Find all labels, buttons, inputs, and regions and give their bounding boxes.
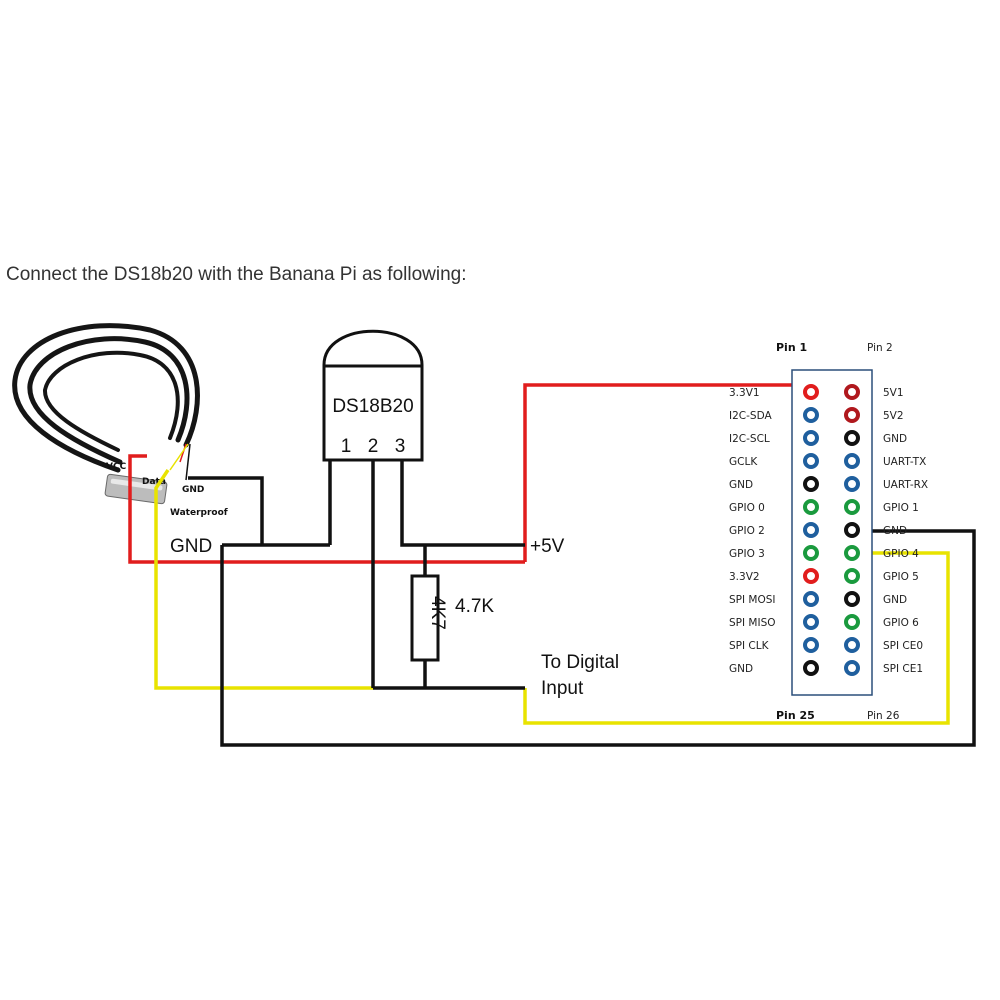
- header-right-label: UART-RX: [883, 479, 928, 491]
- probe-body: [104, 473, 168, 505]
- header-pin-left[interactable]: [803, 384, 819, 400]
- probe-label-gnd: GND: [182, 485, 204, 495]
- header-left-label: 3.3V1: [729, 387, 760, 399]
- digital-input-label-2: Input: [541, 678, 584, 699]
- header-pin-right[interactable]: [844, 591, 860, 607]
- header-left-label: GPIO 2: [729, 525, 765, 537]
- sensor-pin-2: 2: [368, 436, 379, 457]
- header-pin-right[interactable]: [844, 568, 860, 584]
- header-right-label: 5V2: [883, 410, 904, 422]
- header-pin-left[interactable]: [803, 637, 819, 653]
- header-right-label: 5V1: [883, 387, 904, 399]
- header-pin-left[interactable]: [803, 545, 819, 561]
- probe-sleeve-highlight: [110, 478, 163, 491]
- probe-lead-red: [179, 443, 187, 463]
- cable-coil-outer: [12, 323, 200, 473]
- header-pin-left[interactable]: [803, 430, 819, 446]
- header-pin-right[interactable]: [844, 499, 860, 515]
- header-left-label: SPI MOSI: [729, 594, 776, 606]
- header-pin-left[interactable]: [803, 568, 819, 584]
- header-pin-right[interactable]: [844, 637, 860, 653]
- header-pin-left[interactable]: [803, 453, 819, 469]
- header-pin-left[interactable]: [803, 499, 819, 515]
- header-pin-right[interactable]: [844, 384, 860, 400]
- resistor-value: 4.7K: [455, 596, 494, 617]
- header-pin25-label: Pin 25: [776, 709, 815, 722]
- probe-label-waterproof: Waterproof: [170, 508, 228, 518]
- header-left-label: GPIO 0: [729, 502, 765, 514]
- probe-cable: [12, 323, 200, 473]
- sensor-body: [322, 329, 424, 462]
- header-pin-right[interactable]: [844, 430, 860, 446]
- header-pin-right[interactable]: [844, 407, 860, 423]
- header-pin-left[interactable]: [803, 660, 819, 676]
- header-left-label: GCLK: [729, 456, 758, 468]
- header-left-label: I2C-SCL: [729, 433, 770, 445]
- probe-lead-yellow: [169, 443, 189, 471]
- header-right-label: GND: [883, 433, 907, 445]
- probe-label-vcc: VCC: [106, 462, 127, 472]
- header-pin-right[interactable]: [844, 453, 860, 469]
- red-wire: [128, 383, 810, 564]
- header-pin-right[interactable]: [844, 522, 860, 538]
- header-pin-right[interactable]: [844, 545, 860, 561]
- black-wire: [188, 458, 976, 747]
- header-right-label: GND: [883, 525, 907, 537]
- plus5v-label: +5V: [530, 536, 565, 557]
- sensor-pin-1: 1: [341, 436, 352, 457]
- header-pin-left[interactable]: [803, 522, 819, 538]
- page-heading: Connect the DS18b20 with the Banana Pi a…: [6, 264, 467, 285]
- sensor-pin-3: 3: [395, 436, 406, 457]
- header-pin-left[interactable]: [803, 614, 819, 630]
- header-right-label: GPIO 6: [883, 617, 919, 629]
- header-pin-right[interactable]: [844, 660, 860, 676]
- header-left-label: I2C-SDA: [729, 410, 772, 422]
- header-pin1-label: Pin 1: [776, 341, 807, 354]
- resistor-code: 4K7: [427, 596, 448, 630]
- header-right-label: GPIO 1: [883, 502, 919, 514]
- header-right-label: GPIO 4: [883, 548, 919, 560]
- header-right-label: GND: [883, 594, 907, 606]
- header-left-label: GPIO 3: [729, 548, 765, 560]
- header-right-label: SPI CE1: [883, 663, 923, 675]
- header-pin2-label: Pin 2: [867, 342, 893, 354]
- gpio-header: Pin 1 Pin 2 Pin 25 Pin 26 3.3V1 5V1I2C-SD…: [729, 341, 928, 722]
- header-pin-right[interactable]: [844, 476, 860, 492]
- ds18b20-sensor: DS18B20 1 2 3: [322, 329, 424, 462]
- header-left-label: GND: [729, 479, 753, 491]
- header-pin26-label: Pin 26: [867, 710, 900, 722]
- sensor-name: DS18B20: [332, 396, 413, 417]
- header-pin-left[interactable]: [803, 591, 819, 607]
- header-right-label: GPIO 5: [883, 571, 919, 583]
- header-left-label: 3.3V2: [729, 571, 760, 583]
- header-pin-left[interactable]: [803, 476, 819, 492]
- resistor-4k7: 4K7 4.7K: [410, 574, 494, 662]
- header-right-label: UART-TX: [883, 456, 926, 468]
- cable-coil-inner: [27, 336, 190, 465]
- header-pin-left[interactable]: [803, 407, 819, 423]
- probe-lead-black: [185, 443, 191, 481]
- gnd-label: GND: [170, 536, 212, 557]
- cable-coil-mid: [42, 350, 180, 452]
- header-pin-right[interactable]: [844, 614, 860, 630]
- resistor-body: [410, 574, 440, 662]
- header-left-label: GND: [729, 663, 753, 675]
- header-left-label: SPI CLK: [729, 640, 770, 652]
- digital-input-label-1: To Digital: [541, 652, 619, 673]
- probe-label-data: Data: [142, 477, 166, 487]
- header-left-label: SPI MISO: [729, 617, 776, 629]
- header-right-label: SPI CE0: [883, 640, 923, 652]
- yellow-wire: [154, 469, 950, 725]
